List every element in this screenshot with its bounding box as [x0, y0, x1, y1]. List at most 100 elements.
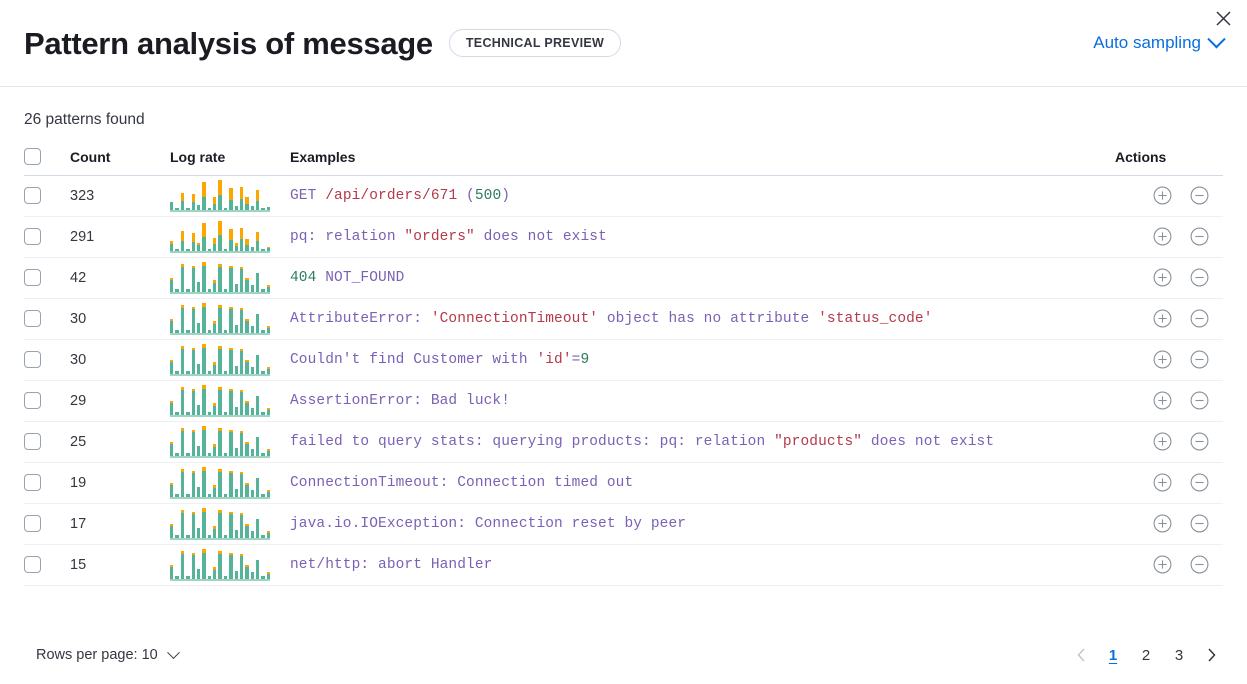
sparkline-bar-primary — [186, 249, 190, 251]
sparkline-bar-secondary — [239, 431, 244, 434]
pagination-page-2[interactable]: 2 — [1141, 646, 1151, 664]
header-count[interactable]: Count — [70, 147, 170, 176]
row-select-cell — [24, 257, 70, 299]
row-checkbox[interactable] — [24, 474, 41, 491]
pagination-page-3[interactable]: 3 — [1174, 646, 1184, 664]
filter-for-value-button[interactable] — [1153, 514, 1172, 533]
filter-out-value-button[interactable] — [1190, 227, 1209, 246]
row-checkbox[interactable] — [24, 269, 41, 286]
row-checkbox[interactable] — [24, 228, 41, 245]
sparkline-bar-secondary — [213, 362, 217, 365]
filter-out-value-button[interactable] — [1190, 391, 1209, 410]
sparkline-bar-primary — [202, 347, 206, 374]
filter-out-value-button[interactable] — [1190, 473, 1209, 492]
header-left: Pattern analysis of message TECHNICAL PR… — [24, 28, 622, 59]
sparkline-bar-primary — [256, 354, 260, 374]
row-checkbox[interactable] — [24, 392, 41, 409]
filter-out-value-button[interactable] — [1190, 186, 1209, 205]
sparkline-bar — [223, 221, 228, 251]
filter-for-value-button[interactable] — [1153, 186, 1172, 205]
sparkline-bar-secondary — [202, 302, 206, 307]
sparkline-baseline — [170, 578, 270, 581]
sparkline-bar-primary — [213, 487, 217, 497]
row-checkbox[interactable] — [24, 187, 41, 204]
sparkline-bar-secondary — [245, 197, 249, 205]
log-rate-sparkline — [170, 261, 290, 294]
pagination-previous-button[interactable] — [1069, 641, 1093, 669]
sparkline-bar — [245, 426, 249, 456]
sparkline-bar — [256, 467, 260, 497]
sparkline-bar — [180, 467, 185, 497]
pagination-next-button[interactable] — [1199, 641, 1223, 669]
filter-for-value-button[interactable] — [1153, 391, 1172, 410]
sparkline-bar-primary — [175, 494, 179, 497]
header-log-rate[interactable]: Log rate — [170, 147, 290, 176]
close-button[interactable] — [1209, 4, 1237, 32]
select-all-checkbox[interactable] — [24, 147, 41, 165]
sparkline-bar-secondary — [229, 470, 233, 474]
sparkline-bar-secondary — [256, 231, 260, 242]
sparkline-bar — [256, 303, 260, 333]
log-rate-sparkline — [170, 343, 290, 376]
example-token: "products" — [774, 433, 863, 450]
filter-for-value-button[interactable] — [1153, 227, 1172, 246]
sparkline-bar — [234, 426, 238, 456]
sparkline-bar-secondary — [266, 246, 271, 248]
sparkline-bars — [170, 220, 271, 251]
sparkline-bar — [196, 385, 201, 415]
example-token: 'ConnectionTimeout' — [430, 310, 599, 327]
filter-out-value-button[interactable] — [1190, 432, 1209, 451]
pagination-page-1[interactable]: 1 — [1108, 646, 1118, 664]
filter-out-value-button[interactable] — [1190, 268, 1209, 287]
sparkline-baseline — [170, 209, 270, 212]
sparkline-baseline — [170, 250, 270, 253]
row-checkbox[interactable] — [24, 515, 41, 532]
filter-for-value-button[interactable] — [1153, 309, 1172, 328]
auto-sampling-button[interactable]: Auto sampling — [1093, 29, 1226, 53]
sparkline-bar — [218, 179, 222, 210]
sparkline-bar-primary — [213, 323, 217, 333]
sparkline-bar-primary — [256, 559, 260, 579]
row-actions — [1115, 432, 1223, 451]
sparkline-bars — [170, 548, 271, 579]
filter-out-value-button[interactable] — [1190, 555, 1209, 574]
row-checkbox[interactable] — [24, 433, 41, 450]
header-examples[interactable]: Examples — [290, 147, 1115, 176]
sparkline-bar-secondary — [213, 321, 217, 324]
row-checkbox[interactable] — [24, 351, 41, 368]
sparkline-bar-secondary — [245, 319, 249, 322]
sparkline-bar — [207, 344, 211, 374]
row-checkbox[interactable] — [24, 310, 41, 327]
row-checkbox[interactable] — [24, 556, 41, 573]
filter-for-value-button[interactable] — [1153, 268, 1172, 287]
rows-per-page-button[interactable]: Rows per page: 10 — [24, 645, 180, 663]
example-text: pq: relation "orders" does not exist — [290, 229, 1115, 245]
rows-per-page-label: Rows per page: 10 — [36, 647, 158, 663]
filter-for-value-button[interactable] — [1153, 432, 1172, 451]
example-text: Couldn't find Customer with 'id'=9 — [290, 352, 1115, 368]
filter-out-value-button[interactable] — [1190, 309, 1209, 328]
sparkline-bar-primary — [266, 247, 271, 251]
filter-out-value-button[interactable] — [1190, 514, 1209, 533]
sparkline-bar-secondary — [180, 345, 185, 350]
sparkline-bar-primary — [175, 289, 179, 292]
sparkline-bar — [213, 385, 217, 415]
sparkline-bar — [245, 262, 249, 292]
sparkline-bar-secondary — [170, 360, 174, 363]
sparkline-bar-primary — [229, 473, 233, 497]
sparkline-bar-primary — [180, 201, 185, 210]
sparkline-bar-secondary — [245, 442, 249, 445]
sparkline-bar-primary — [223, 412, 228, 415]
sparkline-bar — [218, 385, 222, 415]
filter-out-value-button[interactable] — [1190, 350, 1209, 369]
filter-for-value-button[interactable] — [1153, 350, 1172, 369]
sparkline-bar-primary — [196, 486, 201, 497]
filter-for-value-button[interactable] — [1153, 555, 1172, 574]
sparkline-bar-secondary — [170, 442, 174, 445]
sparkline-bar — [266, 303, 271, 333]
sparkline-bar — [223, 180, 228, 210]
sparkline-bar — [223, 344, 228, 374]
sparkline-bar — [245, 467, 249, 497]
filter-for-value-button[interactable] — [1153, 473, 1172, 492]
